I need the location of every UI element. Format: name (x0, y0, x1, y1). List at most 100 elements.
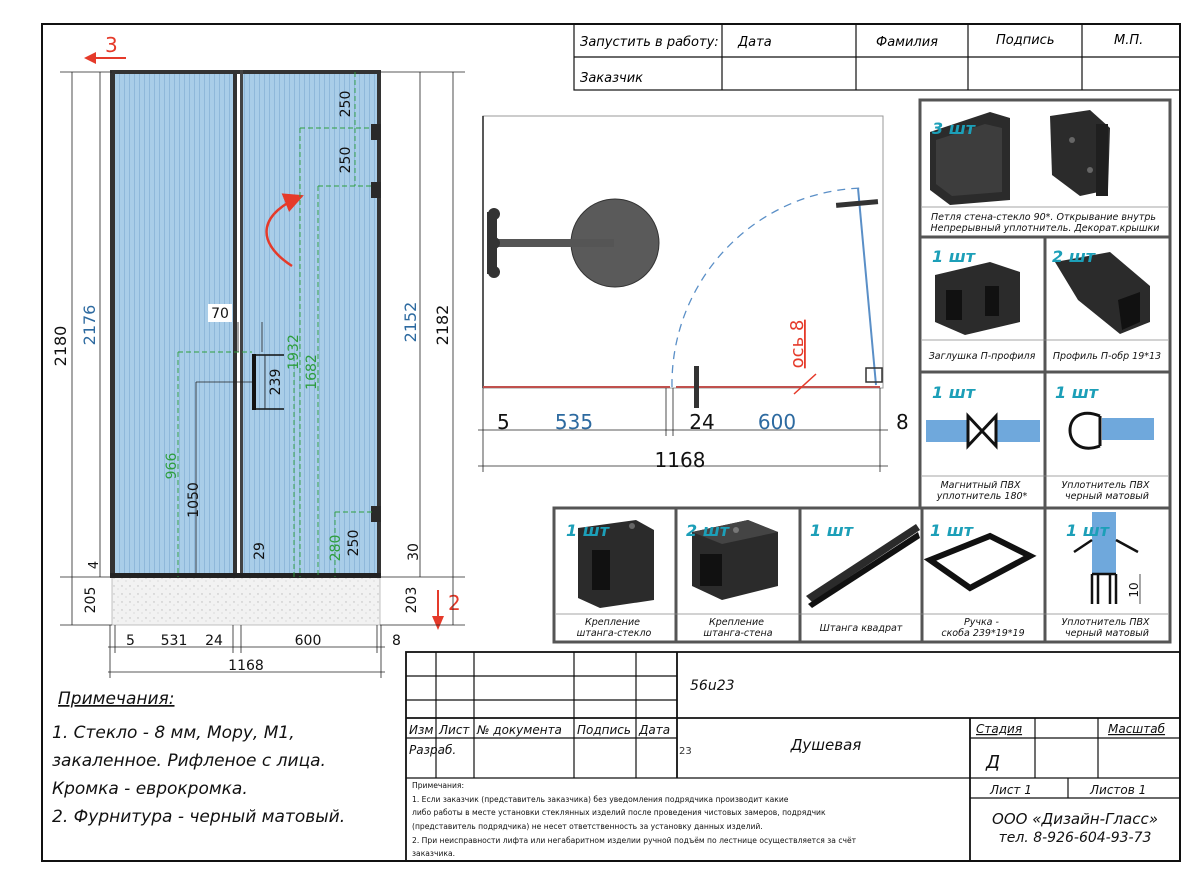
plan-dim-8: 8 (896, 410, 909, 434)
hinge-icon (371, 182, 381, 198)
view-marker-2: 2 (432, 590, 461, 630)
dim-29: 29 (252, 542, 268, 560)
dim-966: 966 (164, 453, 180, 480)
launch-stamp: М.П. (1114, 33, 1143, 48)
part-9-qty: 1 шт (930, 521, 975, 540)
view-marker-3: 3 (84, 33, 126, 64)
dim-30: 30 (406, 543, 422, 561)
part-seal-image (1068, 411, 1154, 450)
launch-customer: Заказчик (580, 71, 643, 86)
doc-code: 56u23 (690, 678, 735, 694)
dim-2176: 2176 (80, 305, 99, 346)
small-note-5: заказчика. (412, 849, 455, 858)
part-6-caption: Крепление штанга-стекло (577, 617, 652, 639)
launch-label: Запустить в работу: (580, 35, 719, 50)
dim-203: 203 (404, 587, 420, 614)
dim-280: 280 (328, 535, 344, 562)
company-phone: тел. 8-926-604-93-73 (999, 830, 1152, 846)
col-sign: Подпись (577, 723, 631, 737)
part-7-qty: 2 шт (686, 521, 731, 540)
small-note-4: 2. При неисправности лифта или негабарит… (412, 836, 857, 845)
part-8-qty: 1 шт (810, 521, 855, 540)
part-5-qty: 1 шт (1055, 383, 1100, 402)
dim-250-top: 250 (338, 91, 354, 118)
notes-line-2: закаленное. Рифленое с лица. (52, 751, 326, 771)
hinge-plan-icon (865, 367, 883, 383)
part-2-caption: Заглушка П-профиля (929, 351, 1036, 362)
col-date: Дата (638, 723, 670, 737)
part-4-qty: 1 шт (932, 383, 977, 402)
part-handle-image (923, 532, 1037, 592)
axis-label: ось 8 (787, 320, 808, 369)
part-9-caption: Ручка - скоба 239*19*19 (941, 617, 1024, 639)
notes-line-3: Кромка - еврокромка. (52, 779, 248, 799)
part-10-caption: Уплотнитель ПВХ черный матовый (1061, 617, 1152, 639)
part-magnetic-seal-image (926, 412, 1040, 450)
part-10-dim: 10 (1127, 582, 1141, 597)
svg-text:2: 2 (448, 591, 461, 615)
small-note-0: Примечания: (412, 781, 464, 790)
svg-text:3: 3 (105, 33, 118, 57)
part-2-qty: 1 шт (932, 247, 977, 266)
hinge-icon (371, 506, 381, 522)
part-square-rod-image (806, 524, 920, 608)
small-note-1: 1. Если заказчик (представитель заказчик… (412, 795, 789, 804)
door-swing-arc (671, 187, 863, 388)
dim-239: 239 (268, 369, 284, 396)
razrab-label: Разраб. (409, 743, 456, 757)
launch-table: Запустить в работу: Дата Фамилия Подпись… (573, 23, 1181, 91)
dim-205: 205 (83, 587, 99, 614)
stage-value: Д (985, 752, 1000, 773)
dim-w531: 531 (161, 633, 188, 649)
sheet-label: Лист 1 (989, 783, 1032, 797)
hinge-icon (371, 124, 381, 140)
part-clamp-wall-image (692, 520, 778, 600)
part-u-profile-image (1055, 252, 1150, 334)
dim-4: 4 (87, 561, 102, 569)
part-6-qty: 1 шт (566, 521, 611, 540)
part-3-qty: 2 шт (1052, 247, 1097, 266)
part-8-caption: Штанга квадрат (820, 623, 903, 634)
part-5-caption: Уплотнитель ПВХ черный матовый (1061, 480, 1152, 502)
product-name: Душевая (790, 736, 862, 754)
col-izm: Изм (409, 723, 433, 737)
small-note-3: (представитель подрядчика) не несет отве… (412, 822, 763, 831)
dim-w1168: 1168 (228, 658, 264, 674)
parts-grid-bottom: 1 шт Крепление штанга-стекло 2 шт Крепле… (552, 506, 1172, 644)
part-1-qty: 3 шт (932, 119, 977, 138)
opening-direction-arrow (265, 193, 304, 268)
fixed-glass-panel (112, 72, 236, 577)
dim-w600: 600 (295, 633, 322, 649)
dim-250-bottom: 250 (346, 530, 362, 557)
small-notes: Примечания: 1. Если заказчик (представит… (412, 781, 857, 858)
launch-surname: Фамилия (876, 35, 938, 50)
title-block: 56u23 Изм Лист № документа Подпись Дата … (405, 651, 1181, 862)
dim-70: 70 (211, 306, 229, 322)
company-name: ООО «Дизайн-Гласс» (992, 810, 1158, 828)
notes-line-1: 1. Стекло - 8 мм, Мору, М1, (52, 723, 295, 743)
launch-date: Дата (737, 35, 772, 50)
part-bottom-seal-image (1073, 512, 1141, 604)
part-7-caption: Крепление штанга-стена (703, 617, 772, 639)
scale-label: Масштаб (1108, 722, 1166, 736)
plan-dim-535: 535 (555, 410, 593, 434)
front-view: 3 2 2180 2176 2152 2182 205 4 203 30 (51, 33, 465, 678)
dim-2182: 2182 (433, 305, 452, 346)
sheets-label: Листов 1 (1089, 783, 1146, 797)
part-cap-image (935, 262, 1020, 335)
launch-signature: Подпись (996, 33, 1054, 48)
part-hinge-image (930, 110, 1110, 205)
plan-dim-5: 5 (497, 410, 510, 434)
dim-1682: 1682 (304, 354, 320, 390)
plan-dim-1168: 1168 (655, 448, 706, 472)
dim-1932: 1932 (286, 334, 302, 370)
part-1-caption: Петля стена-стекло 90*. Открывание внутр… (931, 212, 1160, 234)
small-note-2: либо работы в месте установки стеклянных… (412, 808, 826, 817)
col-list: Лист (438, 723, 470, 737)
stage-label: Стадия (976, 722, 1022, 736)
dim-w8: 8 (392, 633, 401, 649)
dim-2180: 2180 (51, 326, 70, 367)
col-doc-no: № документа (476, 723, 562, 737)
part-4-caption: Магнитный ПВХ уплотнитель 180* (936, 480, 1028, 502)
notes-block: Примечания: 1. Стекло - 8 мм, Мору, М1, … (52, 689, 345, 827)
